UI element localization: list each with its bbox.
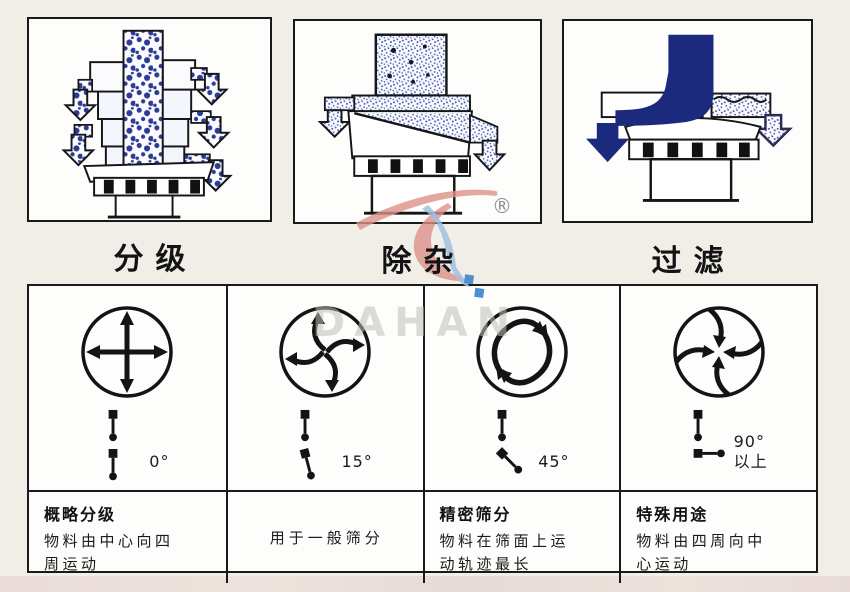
mode-desc: 物料由四周向中 心运动 <box>636 532 766 574</box>
mode-title: 概略分级 <box>44 505 117 524</box>
converge-arrows-icon <box>672 306 765 398</box>
mode-desc-cell-45deg: 精密筛分 物料在筛面上运 动轨迹最长 <box>422 490 620 583</box>
mode-desc-cell-0deg: 概略分级 物料由中心向四 周运动 <box>29 490 226 583</box>
filtration-sieve-diagram <box>586 34 793 202</box>
mode-cell-0deg: 0° <box>29 286 226 490</box>
mode-cell-90deg: 90° 以上 <box>619 286 816 490</box>
mode-desc-cell-90deg: 特殊用途 物料由四周向中 心运动 <box>619 490 816 583</box>
angle-label: 45° <box>538 452 570 471</box>
impurity-removal-sieve-diagram <box>317 33 507 215</box>
panel-classification <box>27 17 272 222</box>
mode-title: 精密筛分 <box>439 505 512 524</box>
vibration-modes-table: 0° <box>27 284 818 583</box>
panel-impurity-removal <box>293 19 542 224</box>
cross-arrows-icon <box>81 306 174 398</box>
mode-desc: 物料在筛面上运 动轨迹最长 <box>439 532 570 574</box>
mode-cell-15deg: 15° <box>225 286 423 490</box>
mode-desc: 物料由中心向四 周运动 <box>44 532 174 574</box>
weights-phase-15-icon <box>300 409 316 480</box>
spiral-arrows-icon <box>476 306 568 398</box>
angle-label: 0° <box>149 452 170 471</box>
angle-label: 15° <box>341 452 373 471</box>
mode-title: 特殊用途 <box>636 505 709 524</box>
panel-label-classification: 分级 <box>113 242 198 277</box>
weights-phase-45-icon <box>495 409 523 474</box>
weights-phase-90-icon <box>693 409 725 458</box>
panel-label-filtration: 过滤 <box>651 244 736 279</box>
mode-desc: 用于一般筛分 <box>269 529 384 548</box>
mode-desc-cell-15deg: 用于一般筛分 <box>225 490 423 583</box>
weights-phase-0-icon <box>108 409 118 481</box>
mode-cell-45deg: 45° <box>422 286 620 490</box>
scan-artifact-band <box>0 576 850 592</box>
panel-label-impurity-removal: 除杂 <box>381 244 466 279</box>
multi-deck-classifying-sieve-diagram <box>61 29 233 219</box>
angle-label: 90° 以上 <box>733 432 768 471</box>
swirl-outward-icon <box>279 306 371 398</box>
panel-filtration <box>562 19 813 223</box>
